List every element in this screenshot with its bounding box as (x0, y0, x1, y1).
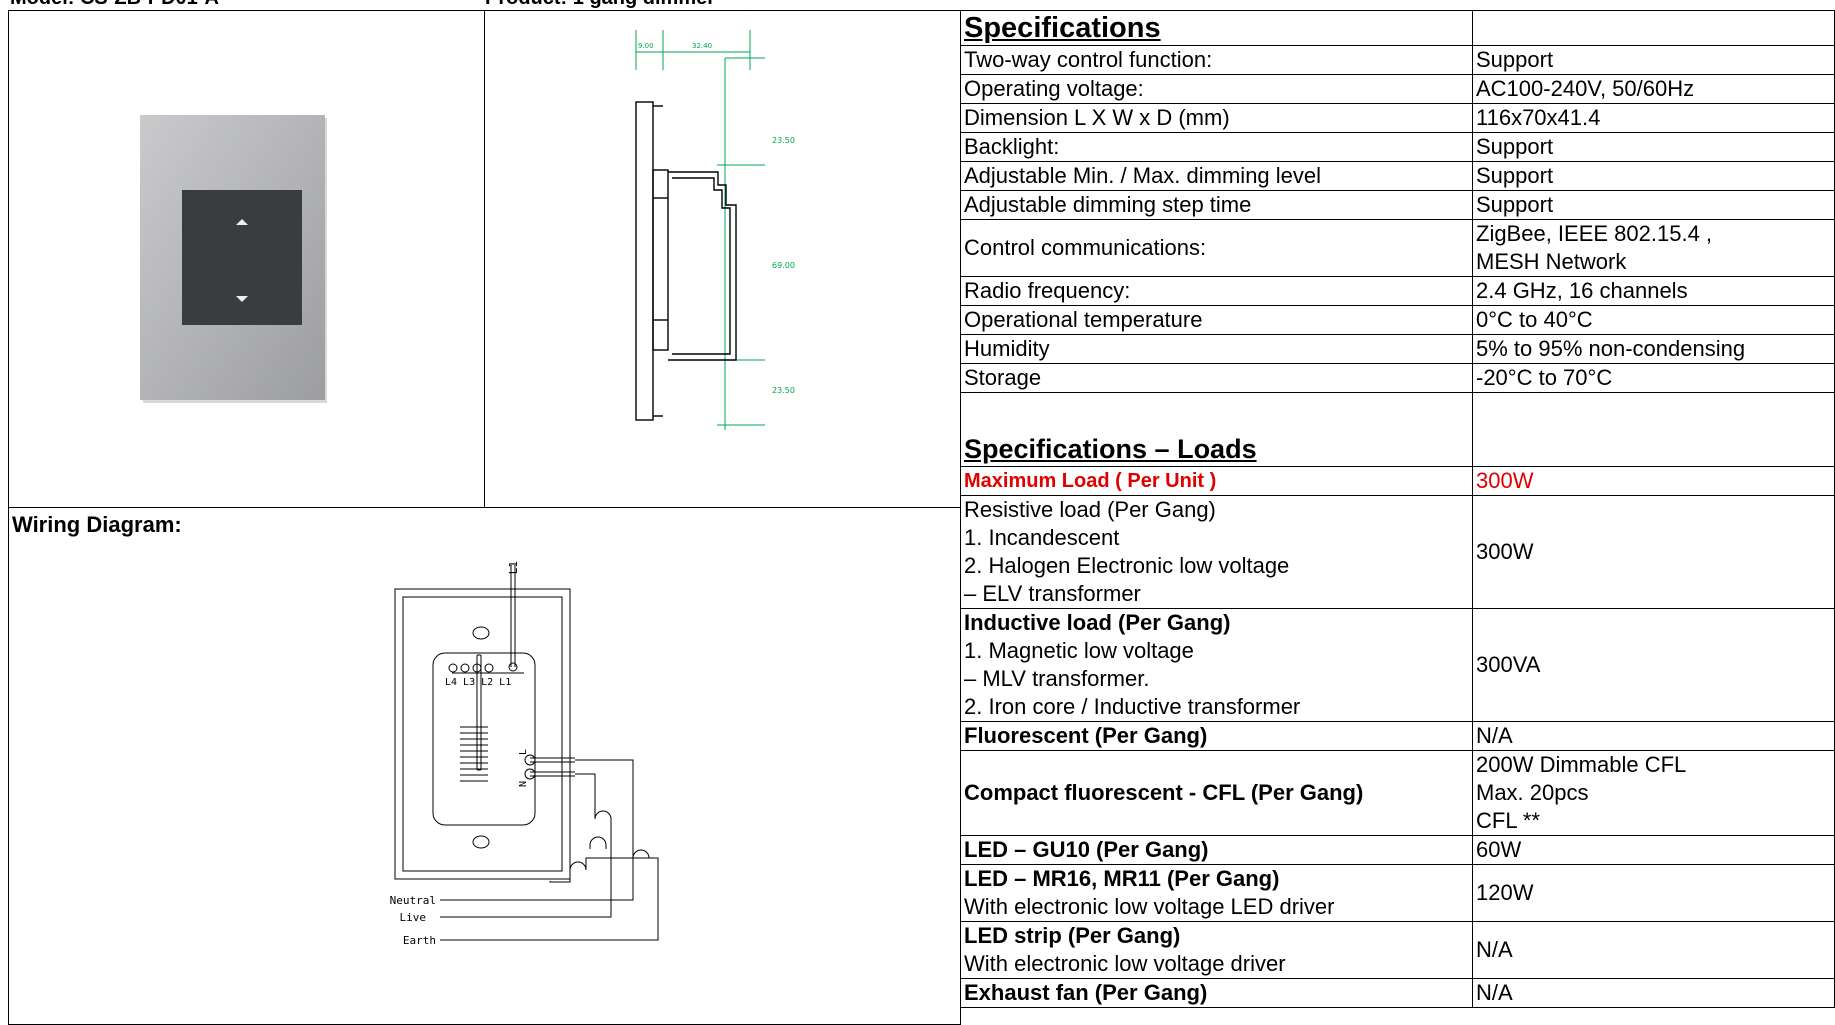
svg-text:L: L (518, 749, 529, 755)
gu10-label: LED – GU10 (Per Gang) (960, 835, 1473, 865)
model-text: Model: CS-ZB-PD01-A (10, 0, 219, 8)
fan-value: N/A (1472, 978, 1835, 1008)
svg-text:23.50: 23.50 (772, 386, 795, 395)
spec-table: Specifications Two-way control function:… (960, 10, 1835, 1025)
spec-value: Support (1472, 190, 1835, 220)
down-arrow-icon (236, 296, 248, 302)
dimension-drawing: 9.00 32.40 23.50 69.00 23.50 (635, 30, 795, 430)
svg-text:32.40: 32.40 (692, 42, 712, 50)
spec-label: Two-way control function: (960, 45, 1473, 75)
gu10-value: 60W (1472, 835, 1835, 865)
spec-label: Adjustable dimming step time (960, 190, 1473, 220)
spec-value: 5% to 95% non-condensing (1472, 334, 1835, 364)
spec-label: Storage (960, 363, 1473, 393)
spec-label: Adjustable Min. / Max. dimming level (960, 161, 1473, 191)
resistive-value: 300W (1472, 495, 1835, 609)
resistive-load: Resistive load (Per Gang)1. Incandescent… (960, 495, 1473, 609)
product-text: Product: 1 gang dimmer (485, 0, 715, 8)
spec-title: Specifications (960, 10, 1473, 46)
fluorescent-value: N/A (1472, 721, 1835, 751)
fluorescent-label: Fluorescent (Per Gang) (960, 721, 1473, 751)
inductive-load: Inductive load (Per Gang)1. Magnetic low… (960, 608, 1473, 722)
svg-text:23.50: 23.50 (772, 136, 795, 145)
spec-value: AC100-240V, 50/60Hz (1472, 74, 1835, 104)
svg-text:Live: Live (400, 911, 427, 924)
svg-text:N: N (518, 781, 529, 787)
max-load-value: 300W (1472, 466, 1835, 496)
wiring-title: Wiring Diagram: (12, 512, 182, 537)
spec-value: Support (1472, 132, 1835, 162)
strip-value: N/A (1472, 921, 1835, 979)
inductive-value: 300VA (1472, 608, 1835, 722)
spec-label: Operational temperature (960, 305, 1473, 335)
loads-title: Specifications – Loads (960, 392, 1473, 467)
svg-text:L4 L3 L2 L1: L4 L3 L2 L1 (445, 677, 511, 688)
dimmer-photo (140, 115, 327, 403)
max-load-label: Maximum Load ( Per Unit ) (960, 466, 1473, 496)
svg-text:Neutral: Neutral (390, 894, 436, 907)
touch-panel (182, 190, 302, 325)
svg-text:L1: L1 (507, 561, 520, 574)
spec-label: Backlight: (960, 132, 1473, 162)
spec-label: Operating voltage: (960, 74, 1473, 104)
wiring-diagram: L1 L4 L3 L2 L1 L N Neutral Live Earth (390, 561, 659, 947)
spec-value: Support (1472, 45, 1835, 75)
spec-label: Control communications: (960, 219, 1473, 277)
spec-value: -20°C to 70°C (1472, 363, 1835, 393)
svg-text:Earth: Earth (403, 934, 436, 947)
spec-value: 116x70x41.4 (1472, 103, 1835, 133)
top-strip: Model: CS-ZB-PD01-A Product: 1 gang dimm… (0, 0, 1835, 10)
spec-value: ZigBee, IEEE 802.15.4 ,MESH Network (1472, 219, 1835, 277)
spec-label: Dimension L X W x D (mm) (960, 103, 1473, 133)
mr16-load: LED – MR16, MR11 (Per Gang)With electron… (960, 864, 1473, 922)
cfl-label: Compact fluorescent - CFL (Per Gang) (960, 750, 1473, 836)
fan-label: Exhaust fan (Per Gang) (960, 978, 1473, 1008)
spec-value: Support (1472, 161, 1835, 191)
svg-text:69.00: 69.00 (772, 261, 795, 270)
spec-value: 2.4 GHz, 16 channels (1472, 276, 1835, 306)
svg-text:9.00: 9.00 (638, 42, 654, 50)
strip-load: LED strip (Per Gang)With electronic low … (960, 921, 1473, 979)
spec-label: Humidity (960, 334, 1473, 364)
up-arrow-icon (236, 219, 248, 225)
spec-label: Radio frequency: (960, 276, 1473, 306)
spec-value: 0°C to 40°C (1472, 305, 1835, 335)
mr16-value: 120W (1472, 864, 1835, 922)
